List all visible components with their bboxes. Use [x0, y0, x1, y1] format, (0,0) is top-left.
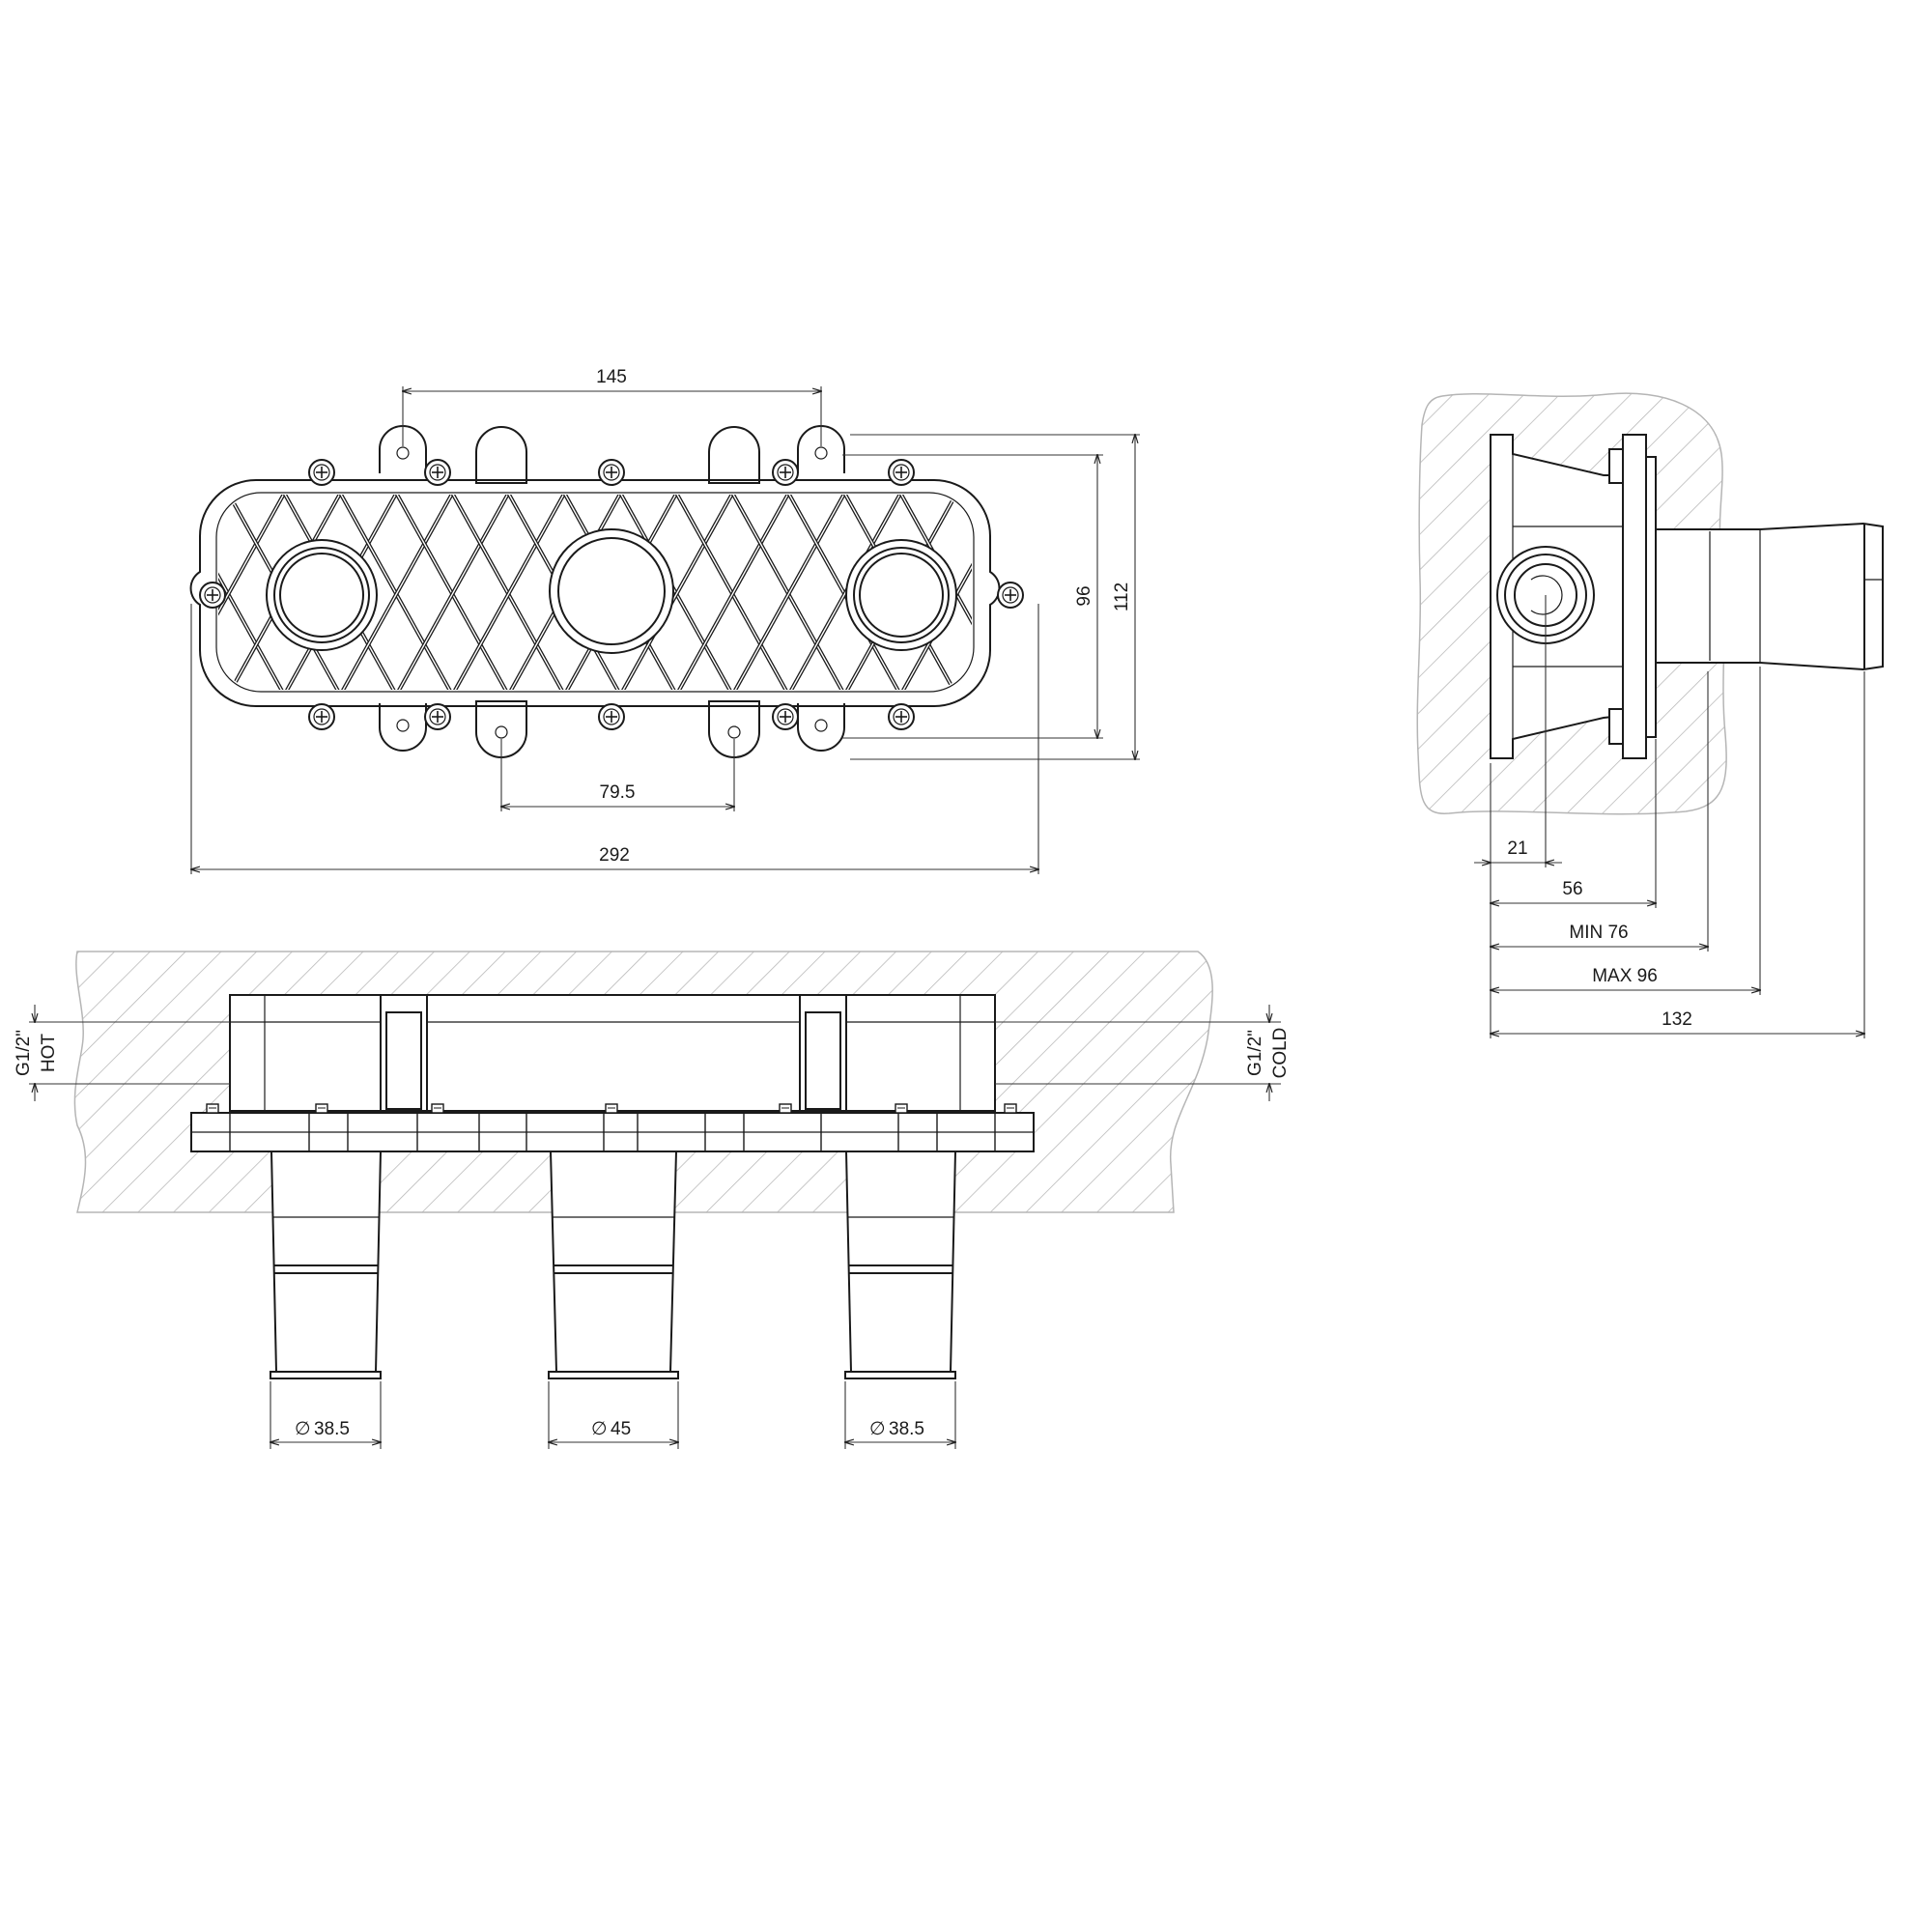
- screw-icon: [424, 459, 451, 486]
- dim-132: 132: [1662, 1009, 1692, 1030]
- screw-icon: [308, 459, 335, 486]
- screw-icon: [888, 459, 915, 486]
- screw-heads: [199, 459, 1024, 730]
- lattice-strut-inner: [1012, 493, 1125, 696]
- pipe-left: [270, 1151, 383, 1379]
- lattice-strut-inner: [339, 495, 454, 690]
- screw-icon: [772, 459, 799, 486]
- lattice-strut-inner: [218, 495, 286, 690]
- lattice-strut-inner: [787, 495, 902, 690]
- dim-21: 21: [1507, 838, 1527, 859]
- diameter-symbol-left: ∅: [295, 1419, 311, 1439]
- hot-thread-label: G1/2": [14, 1030, 34, 1076]
- diameter-symbol-center: ∅: [591, 1419, 608, 1439]
- screw-icon: [997, 582, 1024, 609]
- front-view: 145 79.5 292 96 112: [189, 367, 1140, 874]
- flange-screw-icon: [206, 1103, 219, 1114]
- front-body-outline: [189, 479, 1001, 707]
- cold-connection: G1/2" COLD: [995, 1005, 1291, 1101]
- flange-screw-icon: [895, 1103, 908, 1114]
- dim-96: 96: [1074, 585, 1094, 606]
- dim-max-96: MAX 96: [1592, 966, 1658, 986]
- lattice-strut-inner: [395, 495, 510, 690]
- screw-icon: [598, 703, 625, 730]
- dim-38-5-right: 38.5: [889, 1419, 924, 1439]
- screw-icon: [888, 703, 915, 730]
- screw-icon: [598, 459, 625, 486]
- flange-screw-icon: [315, 1103, 328, 1114]
- diameter-symbol-right: ∅: [869, 1419, 886, 1439]
- dim-79-5: 79.5: [600, 782, 636, 803]
- valve-openings: [266, 528, 957, 654]
- mounting-tabs: [379, 425, 845, 758]
- cold-label: COLD: [1270, 1028, 1291, 1079]
- section-view: ∅ 38.5 ∅ 45 ∅ 38.5 G1/2" HOT: [14, 951, 1291, 1449]
- lattice-strut-inner: [451, 495, 566, 690]
- screw-icon: [199, 582, 226, 609]
- screw-icon: [308, 703, 335, 730]
- dim-145: 145: [596, 367, 627, 387]
- side-dimensions: 21 56 MIN 76 MAX 96 132: [1474, 595, 1864, 1038]
- hot-connection: G1/2" HOT: [14, 1005, 230, 1101]
- screw-icon: [424, 703, 451, 730]
- flange-screw-icon: [1004, 1103, 1017, 1114]
- dim-112: 112: [1112, 582, 1132, 611]
- lattice-strut: [1012, 493, 1125, 696]
- lattice-strut: [1012, 493, 1125, 696]
- pipe-right: [844, 1151, 957, 1379]
- dim-292: 292: [599, 845, 630, 866]
- lattice-strut-inner: [1012, 493, 1125, 696]
- screw-icon: [772, 703, 799, 730]
- front-dimensions: 145 79.5 292 96 112: [191, 367, 1140, 874]
- lattice-strut-inner: [731, 495, 846, 690]
- flange-screw-icon: [431, 1103, 444, 1114]
- flange-screws: [206, 1103, 1017, 1114]
- flange-screw-icon: [779, 1103, 792, 1114]
- flange-screw-icon: [605, 1103, 618, 1114]
- lattice-strut-inner: [619, 495, 734, 690]
- side-view: 21 56 MIN 76 MAX 96 132: [1416, 392, 1884, 1038]
- pipe-center: [548, 1151, 679, 1379]
- dim-38-5-left: 38.5: [314, 1419, 350, 1439]
- lattice-strut-inner: [675, 495, 790, 690]
- dim-min-76: MIN 76: [1569, 923, 1628, 943]
- hot-label: HOT: [39, 1034, 59, 1073]
- dim-45: 45: [611, 1419, 631, 1439]
- dim-56: 56: [1562, 879, 1582, 899]
- cold-thread-label: G1/2": [1245, 1030, 1265, 1076]
- pipe-dimensions: ∅ 38.5 ∅ 45 ∅ 38.5: [270, 1381, 955, 1449]
- flange-segments: [229, 1113, 996, 1151]
